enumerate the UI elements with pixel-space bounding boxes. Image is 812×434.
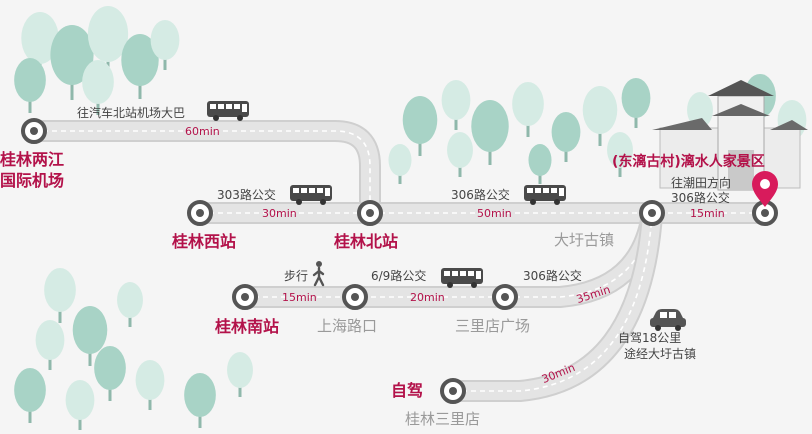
tree-icon [402,96,438,156]
road-network [23,120,776,402]
bus-icon [290,185,332,205]
tree-icon [14,368,46,423]
station-label-west: 桂林西站 [172,232,237,251]
route-label-drive-line2: 途经大圩古镇 [624,347,697,361]
station-label-self-drive: 自驾 [391,381,424,400]
node-shanghai-road [342,284,368,310]
tree-icon [35,320,65,370]
time-label-306-a: 50min [477,207,512,220]
tree-icon [121,34,159,99]
tree-icon [117,282,143,327]
destination-label: (东漓古村)漓水人家景区 [612,154,765,170]
station-label-north: 桂林北站 [334,232,399,251]
node-north [357,200,383,226]
tree-icon [135,360,165,410]
station-label-shanghai-road: 上海路口 [317,317,378,335]
node-daxu [639,200,665,226]
time-label-walk: 15min [282,291,317,304]
route-label-airport-bus: 往汽车北站机场大巴 [77,106,186,120]
tree-icon [150,20,180,70]
node-south [232,284,258,310]
route-label-306-b-line2: 306路公交 [671,191,730,205]
tree-icon [14,58,46,113]
node-west [187,200,213,226]
scenic-gate-illustration [652,80,808,191]
station-nodes [21,118,778,404]
tree-icon [582,86,618,146]
route-label-drive-line1: 自驾18公里 [618,331,682,345]
tree-icon [50,25,94,100]
bus-icon [207,101,249,121]
bus-icon [441,268,483,288]
walking-person-icon [312,261,325,287]
node-sanli [440,378,466,404]
route-label-69: 6/9路公交 [371,269,427,283]
tree-icon [87,6,129,76]
tree-icon [441,80,471,130]
station-label-south: 桂林南站 [215,317,280,336]
tree-icon [528,144,552,184]
tree-icon [65,380,95,430]
tree-icon [512,82,544,137]
node-sanli-plaza [492,284,518,310]
tree-icon [388,144,412,184]
tree-icon [447,132,473,177]
time-label-303: 30min [262,207,297,220]
station-label-airport-line2: 国际机场 [0,171,65,190]
tree-icon [184,373,216,428]
tree-icon [72,306,108,366]
time-label-airport-bus: 60min [185,125,220,138]
bus-icon [524,185,566,205]
route-label-303: 303路公交 [217,188,276,202]
route-label-walk: 步行 [284,269,309,283]
station-label-airport-line1: 桂林两江 [0,150,65,169]
tree-icon [82,60,114,115]
car-icon [650,309,686,331]
tree-icon [551,112,581,162]
station-label-sanli: 桂林三里店 [405,410,481,428]
map-pin-icon [752,171,778,207]
station-label-sanli-plaza: 三里店广场 [455,317,531,335]
tree-icon [471,100,509,165]
tree-icon [44,268,76,323]
tree-decorations [14,6,807,430]
tree-icon [94,346,126,401]
route-label-306-a: 306路公交 [451,188,510,202]
tree-icon [607,132,633,177]
station-label-daxu: 大圩古镇 [554,231,615,249]
route-label-306-b-line1: 往潮田方向 [671,176,732,190]
tree-icon [621,78,651,128]
tree-icon [227,352,253,397]
time-label-306-b: 15min [690,207,725,220]
route-label-306-c: 306路公交 [523,269,582,283]
time-label-69: 20min [410,291,445,304]
node-airport [21,118,47,144]
